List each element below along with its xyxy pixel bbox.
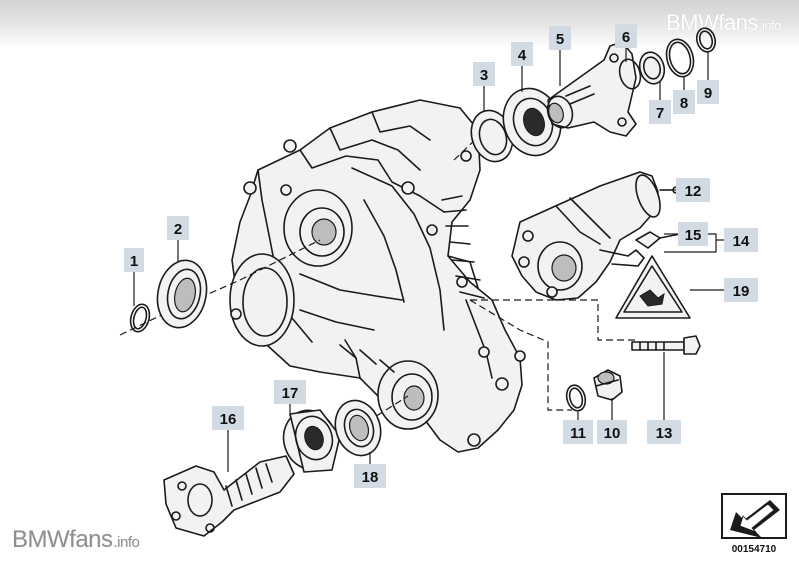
svg-text:9: 9	[704, 85, 712, 102]
part-12-actuator-motor	[511, 171, 680, 301]
svg-text:14: 14	[733, 233, 750, 250]
svg-text:6: 6	[622, 29, 630, 46]
svg-text:17: 17	[282, 385, 299, 402]
leader-lines	[133, 48, 724, 472]
parts-6-9-rings	[618, 27, 717, 90]
watermark-top-suffix: .info	[758, 18, 782, 33]
watermark-bottom-suffix: .info	[113, 534, 140, 551]
part-15-sensor	[635, 231, 681, 249]
label-7: 7	[649, 100, 671, 124]
watermark-top-brand: BMWfans	[666, 10, 758, 35]
label-11: 11	[563, 420, 593, 444]
svg-text:16: 16	[220, 411, 237, 428]
svg-text:8: 8	[680, 95, 688, 112]
part-19-warning-sticker	[615, 255, 691, 319]
part-labels: 1 2 3 4 5 6 7 8 9 10 11 12 13 14 15 16 1…	[124, 24, 758, 488]
svg-text:3: 3	[480, 67, 488, 84]
svg-text:13: 13	[656, 425, 673, 442]
label-14: 14	[724, 228, 758, 252]
label-17: 17	[274, 380, 306, 404]
svg-text:12: 12	[685, 183, 702, 200]
label-1: 1	[124, 248, 144, 272]
part-17-seal	[282, 409, 341, 473]
label-19: 19	[724, 278, 758, 302]
label-15: 15	[678, 222, 708, 246]
label-12: 12	[676, 178, 710, 202]
part-18-seal	[334, 399, 382, 457]
svg-text:2: 2	[174, 221, 182, 238]
label-5: 5	[549, 26, 571, 50]
svg-text:19: 19	[733, 283, 750, 300]
part-16-input-shaft	[163, 455, 295, 537]
label-6: 6	[615, 24, 637, 48]
part-13-bolt	[631, 335, 701, 355]
part-5-output-shaft	[546, 41, 637, 137]
svg-text:10: 10	[604, 425, 621, 442]
header-gradient-bar	[0, 0, 799, 48]
svg-text:7: 7	[656, 105, 664, 122]
label-2: 2	[167, 216, 189, 240]
reference-box: 00154710	[721, 493, 787, 555]
part-11-seal-ring	[565, 384, 587, 412]
svg-text:15: 15	[685, 227, 702, 244]
label-16: 16	[212, 406, 244, 430]
part-2-shaft-seal	[156, 259, 208, 329]
transfer-case-housing	[229, 99, 526, 453]
svg-text:5: 5	[556, 31, 564, 48]
label-18: 18	[354, 464, 386, 488]
watermark-top: BMWfans.info	[666, 10, 781, 36]
label-4: 4	[511, 42, 533, 66]
label-3: 3	[473, 62, 495, 86]
part-1-circlip	[129, 303, 151, 333]
part-10-drain-plug	[593, 369, 623, 401]
reference-number: 00154710	[732, 544, 777, 555]
label-9: 9	[697, 80, 719, 104]
watermark-bottom: BMWfans.info	[12, 526, 140, 554]
watermark-bottom-brand: BMWfans	[12, 526, 113, 553]
svg-text:18: 18	[362, 469, 379, 486]
svg-text:11: 11	[570, 425, 586, 442]
svg-text:1: 1	[130, 253, 138, 270]
svg-text:4: 4	[518, 47, 527, 64]
label-8: 8	[673, 90, 695, 114]
label-10: 10	[597, 420, 627, 444]
label-13: 13	[647, 420, 681, 444]
